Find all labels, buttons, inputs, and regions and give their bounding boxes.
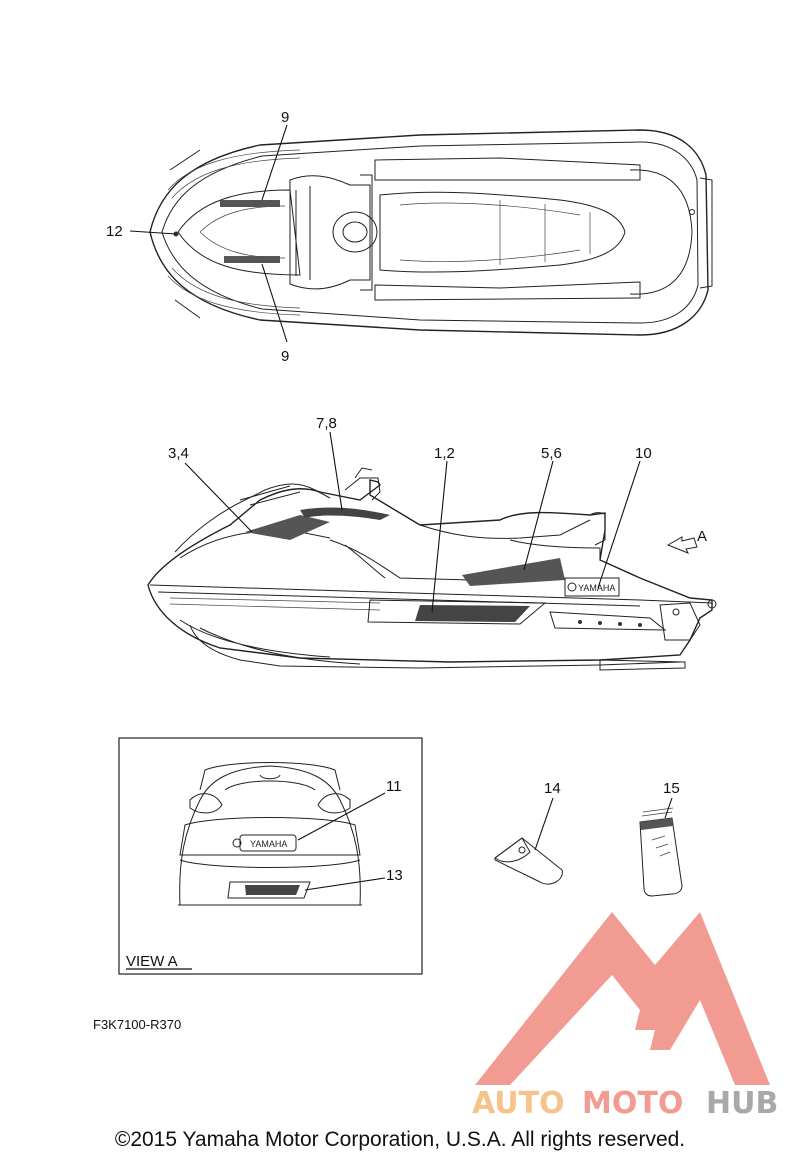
view-a-caption: VIEW A [126, 953, 178, 970]
automotohub-watermark: AUTO MOTO HUB [472, 912, 778, 1121]
watermark-moto: MOTO [582, 1086, 683, 1121]
callout-1-2: 1,2 [434, 445, 455, 462]
watermark-hub: HUB [706, 1086, 778, 1121]
callout-13: 13 [386, 867, 403, 884]
callout-9-bottom: 9 [281, 348, 289, 365]
side-yamaha-decal: YAMAHA [578, 583, 615, 593]
copyright-notice: ©2015 Yamaha Motor Corporation, U.S.A. A… [114, 1128, 686, 1151]
callout-12: 12 [106, 223, 123, 240]
callout-3-4: 3,4 [168, 445, 189, 462]
watermark-auto: AUTO [472, 1086, 565, 1121]
callout-10: 10 [635, 445, 652, 462]
callout-5-6: 5,6 [541, 445, 562, 462]
watermark-logo-icon [475, 912, 770, 1085]
view-a-arrow [666, 536, 698, 554]
item-15-document-holder [639, 807, 683, 897]
view-a-frame [118, 737, 423, 975]
side-view-watercraft: YAMAHA [147, 467, 717, 671]
diagram-code: F3K7100-R370 [93, 1017, 181, 1032]
view-a-rear-view: YAMAHA [178, 762, 362, 906]
rear-yamaha-decal: YAMAHA [250, 839, 287, 849]
callout-15: 15 [663, 780, 680, 797]
callout-7-8: 7,8 [316, 415, 337, 432]
item-14-pouch [494, 837, 563, 885]
callout-11: 11 [386, 778, 402, 795]
callout-14: 14 [544, 780, 561, 797]
callout-view-a: A [697, 528, 707, 545]
top-view-watercraft [149, 129, 713, 336]
callout-9-top: 9 [281, 109, 289, 126]
